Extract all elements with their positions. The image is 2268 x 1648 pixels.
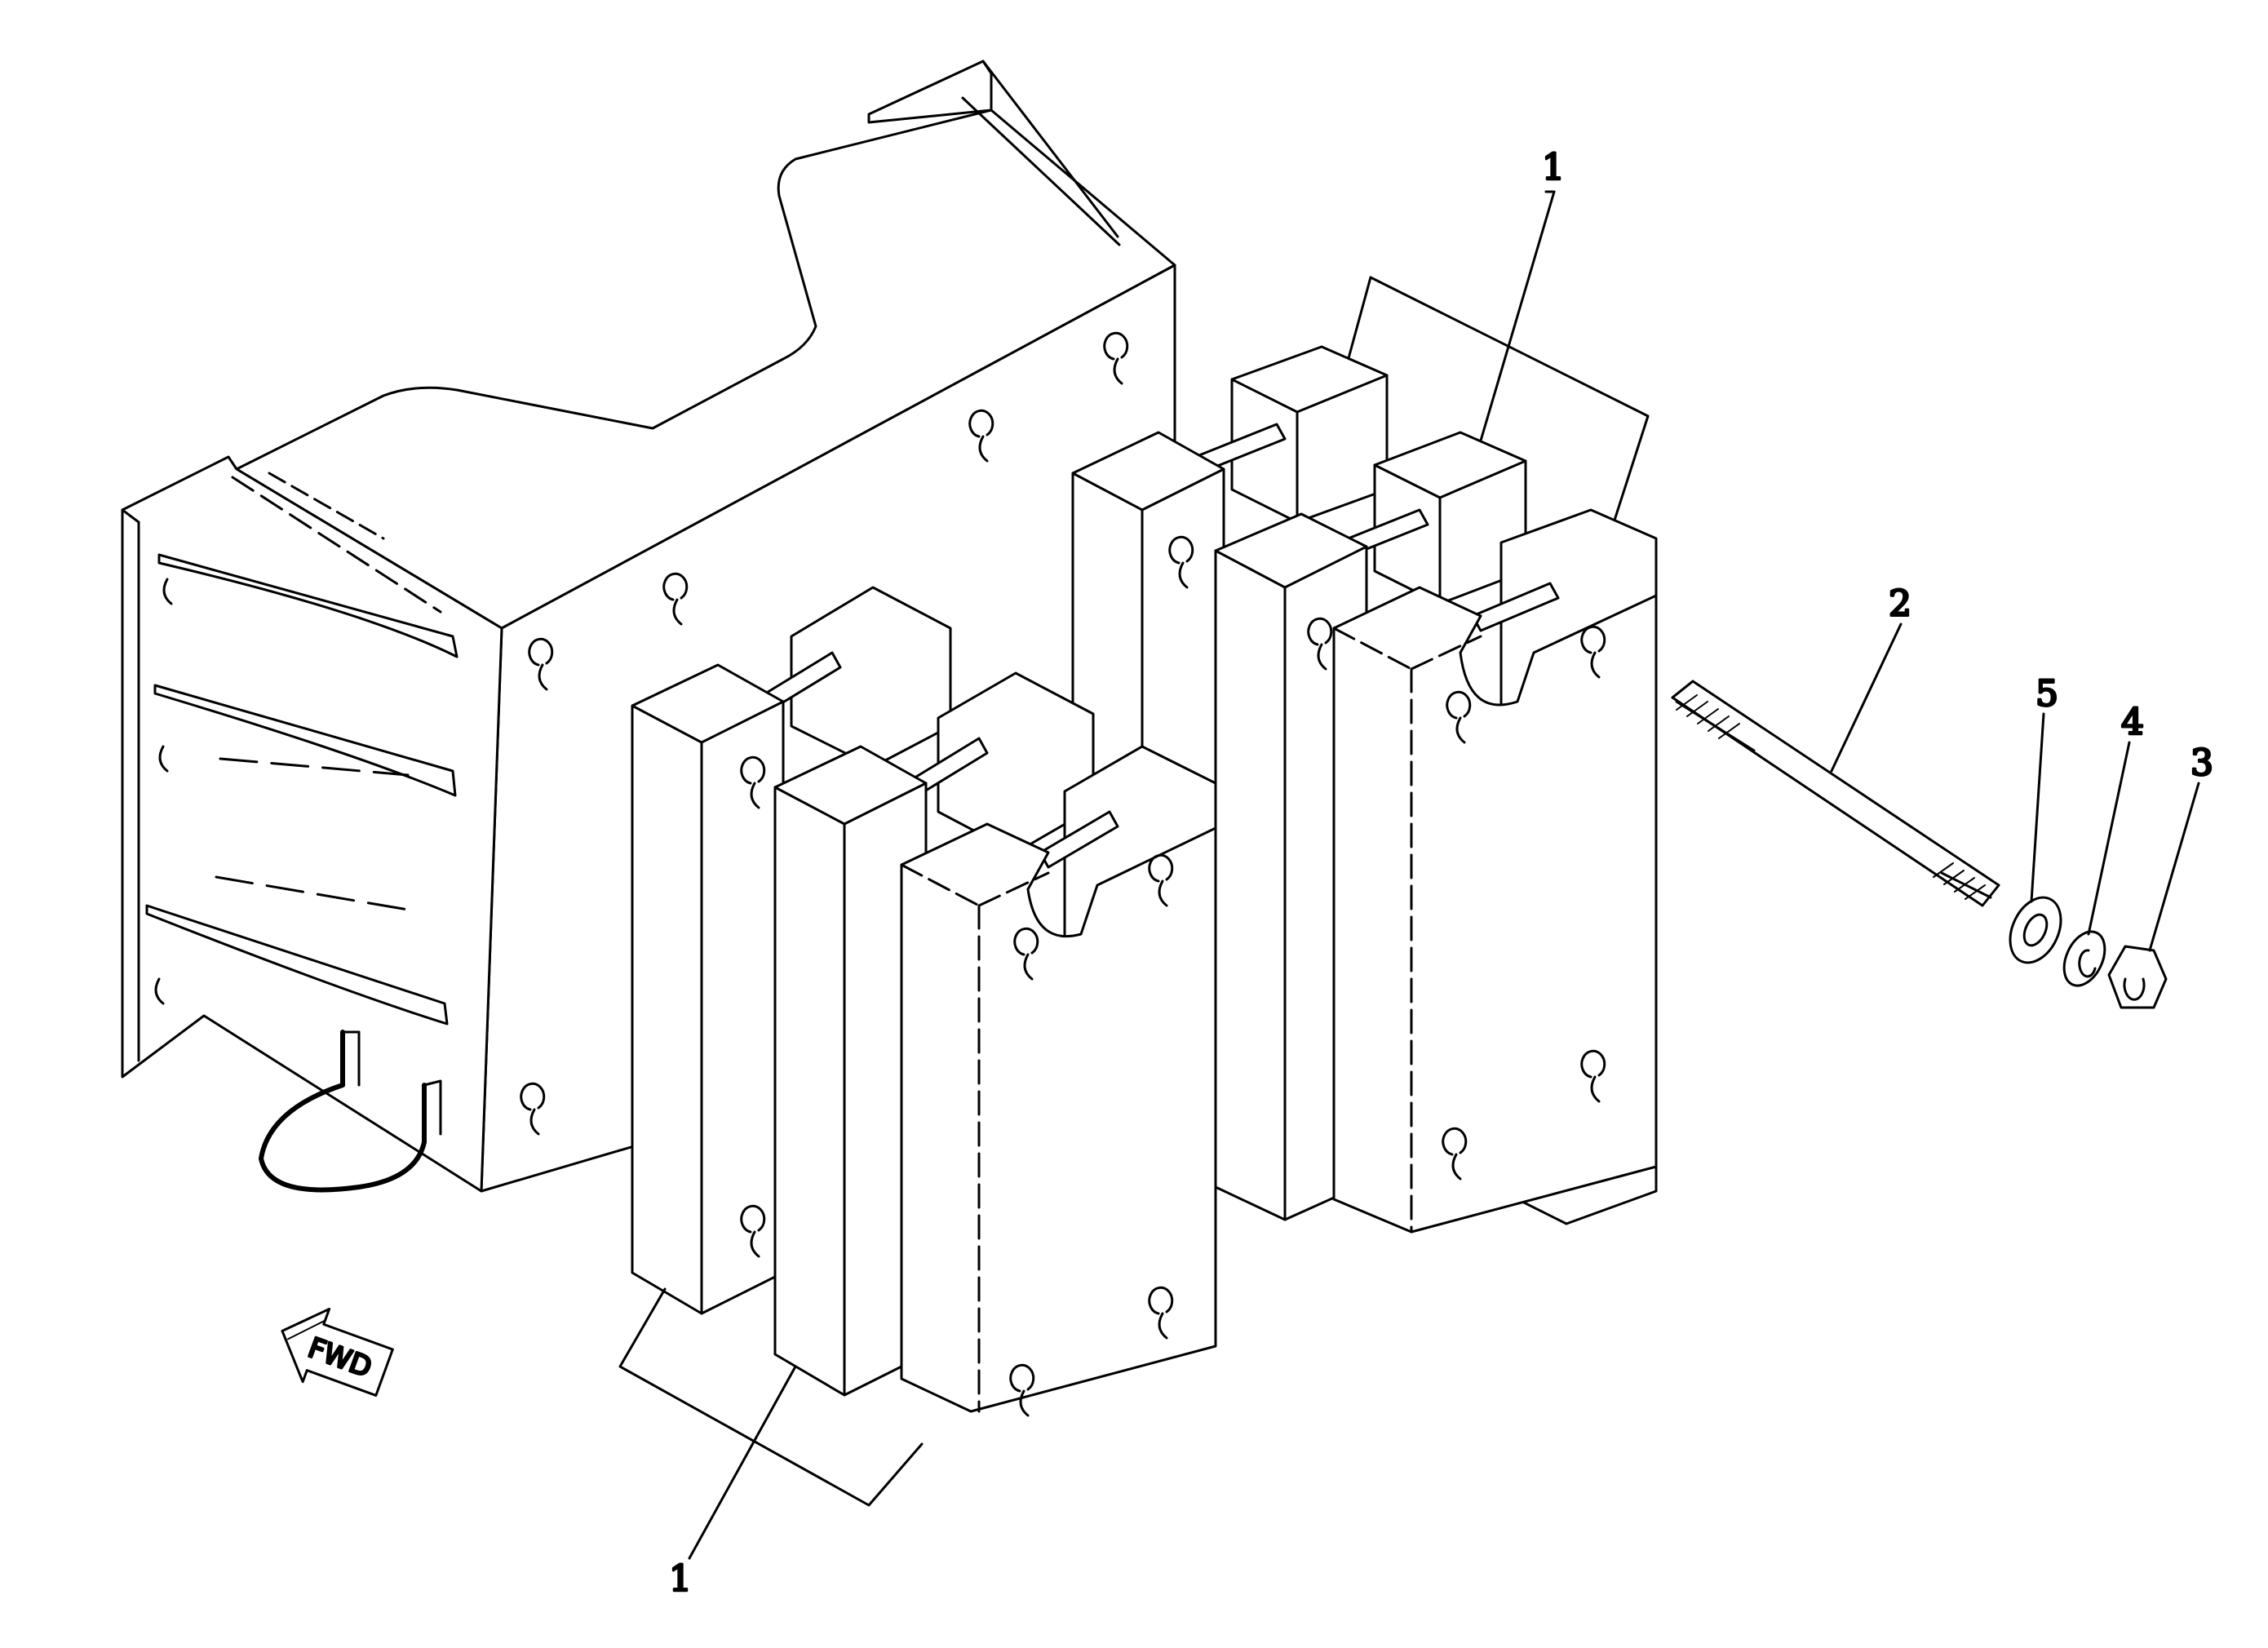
callout-part-5: 5 (2035, 673, 2058, 715)
callout-part-3: 3 (2190, 742, 2213, 784)
lock-washer (2062, 930, 2106, 987)
callout-part-1-upper: 1 (1542, 147, 1565, 188)
forward-direction-arrow: FWD (281, 1307, 394, 1397)
callout-part-1-lower: 1 (669, 1558, 692, 1600)
threaded-stud (1671, 680, 2000, 907)
flat-washer (2009, 896, 2062, 964)
hex-nut (2107, 945, 2168, 1009)
callout-leaders (688, 190, 2200, 1560)
callout-part-4: 4 (2121, 702, 2144, 743)
callout-part-2: 2 (1889, 583, 1911, 625)
weight-block-group-front (618, 586, 1217, 1507)
